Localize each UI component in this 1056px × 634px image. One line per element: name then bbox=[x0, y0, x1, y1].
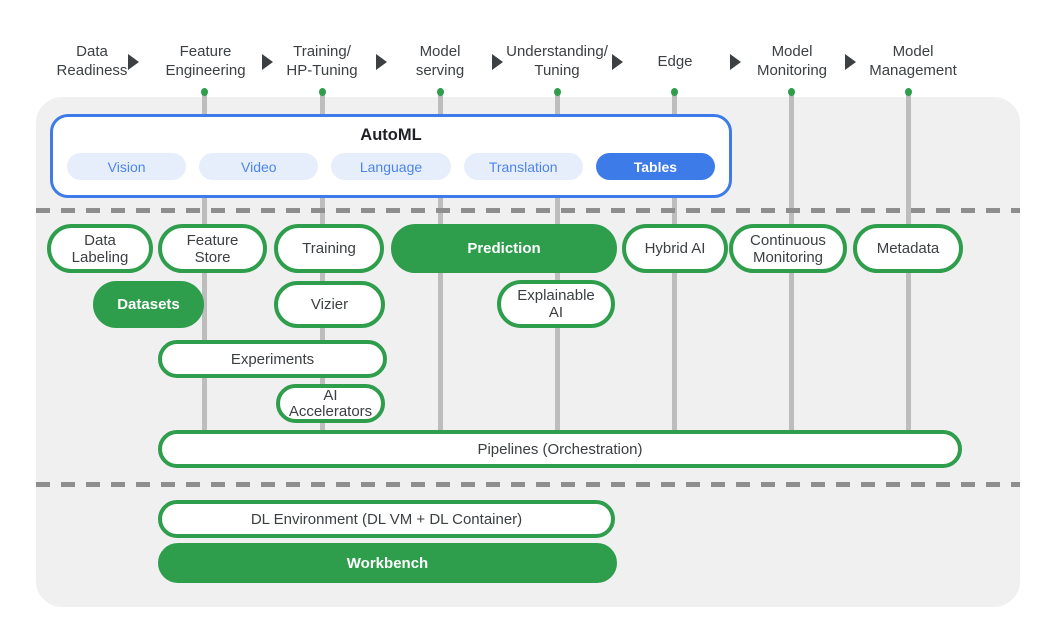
stage-arrow-icon bbox=[730, 54, 741, 70]
stage-model-management: Model Management bbox=[869, 43, 957, 79]
dashed-separator-top bbox=[36, 208, 1020, 213]
stage-training-hp-tuning: Training/ HP-Tuning bbox=[286, 43, 358, 79]
stage-arrow-icon bbox=[128, 54, 139, 70]
stage-arrow-icon bbox=[612, 54, 623, 70]
pill-dl-environment: DL Environment (DL VM + DL Container) bbox=[158, 500, 615, 538]
pill-continuous-monitoring: Continuous Monitoring bbox=[729, 224, 847, 273]
automl-box: AutoML Vision Video Language Translation… bbox=[50, 114, 732, 198]
pill-ai-accelerators: AI Accelerators bbox=[276, 384, 385, 423]
automl-pill-vision: Vision bbox=[67, 153, 187, 180]
connector-dot-icon bbox=[319, 88, 326, 96]
stage-edge: Edge bbox=[657, 52, 693, 70]
automl-pill-language: Language bbox=[331, 153, 451, 180]
stage-model-monitoring: Model Monitoring bbox=[756, 43, 828, 79]
connector-line bbox=[202, 92, 207, 458]
stage-feature-engineering: Feature Engineering bbox=[165, 43, 246, 79]
pill-explainable-ai: Explainable AI bbox=[497, 280, 615, 328]
stage-understanding-tuning: Understanding/ Tuning bbox=[506, 43, 608, 79]
stage-model-serving: Model serving bbox=[415, 43, 465, 79]
connector-line bbox=[789, 92, 794, 458]
pill-datasets: Datasets bbox=[93, 281, 204, 328]
automl-pill-video: Video bbox=[199, 153, 319, 180]
connector-dot-icon bbox=[437, 88, 444, 96]
pill-feature-store: Feature Store bbox=[158, 224, 267, 273]
pill-pipelines-orchestration: Pipelines (Orchestration) bbox=[158, 430, 962, 468]
automl-pill-tables: Tables bbox=[595, 153, 716, 180]
dashed-separator-bottom bbox=[36, 482, 1020, 487]
connector-line bbox=[320, 92, 325, 458]
automl-title: AutoML bbox=[360, 126, 422, 144]
connector-line bbox=[438, 92, 443, 458]
pill-training: Training bbox=[274, 224, 384, 273]
pill-vizier: Vizier bbox=[274, 281, 385, 328]
stage-arrow-icon bbox=[492, 54, 503, 70]
stage-arrow-icon bbox=[845, 54, 856, 70]
pill-experiments: Experiments bbox=[158, 340, 387, 378]
connector-dot-icon bbox=[671, 88, 678, 96]
pill-metadata: Metadata bbox=[853, 224, 963, 273]
connector-line bbox=[672, 92, 677, 458]
connector-line bbox=[906, 92, 911, 458]
connector-dot-icon bbox=[788, 88, 795, 96]
pill-data-labeling: Data Labeling bbox=[47, 224, 153, 273]
stage-arrow-icon bbox=[262, 54, 273, 70]
automl-pill-row: Vision Video Language Translation Tables bbox=[53, 145, 729, 180]
connector-dot-icon bbox=[201, 88, 208, 96]
stage-arrow-icon bbox=[376, 54, 387, 70]
pill-hybrid-ai: Hybrid AI bbox=[622, 224, 728, 273]
connector-dot-icon bbox=[905, 88, 912, 96]
automl-pill-translation: Translation bbox=[463, 153, 583, 180]
stage-data-readiness: Data Readiness bbox=[56, 43, 128, 79]
connector-dot-icon bbox=[554, 88, 561, 96]
pill-prediction: Prediction bbox=[391, 224, 617, 273]
connector-line bbox=[555, 92, 560, 458]
pill-workbench: Workbench bbox=[158, 543, 617, 583]
